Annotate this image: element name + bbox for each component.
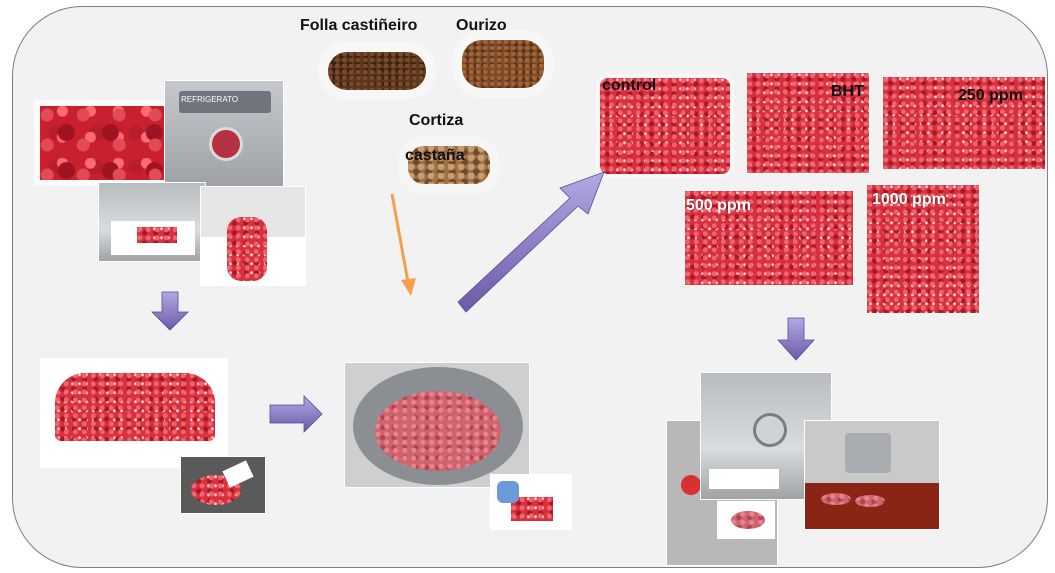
arrow-diagonal-icon [457, 171, 605, 313]
bht-sample-photo [746, 72, 870, 174]
label-cortiza-2-overlay: castaña [405, 147, 465, 164]
sample-250-ppm-photo [882, 76, 1046, 170]
label-ourizo: Ourizo [456, 17, 507, 34]
label-500-ppm: 500 ppm [686, 197, 751, 214]
ourizo-powder-photo [452, 30, 554, 98]
label-250-ppm: 250 ppm [958, 87, 1023, 104]
mincer-head [209, 127, 243, 161]
mincer-display-text: REFRIGERATO [181, 95, 239, 104]
control-sample-photo [596, 74, 734, 178]
label-1000-ppm: 1000 ppm [872, 191, 946, 208]
mincer-machine-photo: REFRIGERATO [164, 80, 284, 190]
sample-500-ppm-photo [684, 190, 854, 286]
label-folla: Folla castiñeiro [300, 17, 418, 34]
label-control: control [602, 77, 657, 94]
patties-tray-photo [804, 420, 940, 530]
mixing-pan-photo [180, 456, 266, 514]
mincer-operation-photo [98, 182, 206, 262]
arrow-right-icon [269, 395, 323, 433]
sample-1000-ppm-photo [866, 184, 980, 314]
label-bht: BHT [831, 83, 864, 100]
minced-output-photo [200, 186, 306, 286]
folla-powder-photo [318, 42, 436, 100]
label-cortiza-1: Cortiza [409, 112, 464, 129]
hand-mixing-photo [490, 474, 572, 530]
arrow-down-left-icon [151, 291, 189, 331]
arrow-orange-down-icon [390, 193, 416, 296]
mixing-bowl-photo [344, 362, 530, 488]
cortiza-bark-photo [398, 136, 500, 194]
mincer-panel [179, 91, 271, 113]
minced-meat-box-photo [40, 358, 228, 468]
arrow-down-right-icon [777, 317, 815, 361]
